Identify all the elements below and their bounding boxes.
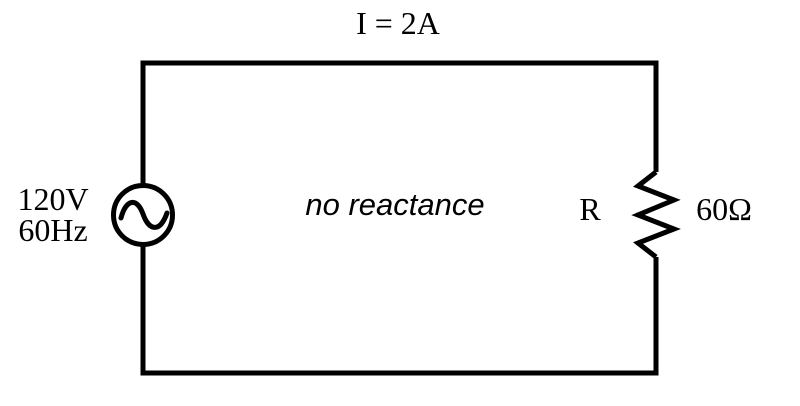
wire-upper-loop <box>140 60 659 187</box>
resistor-icon <box>631 170 681 259</box>
source-voltage-label: 120V <box>17 181 89 217</box>
source-frequency-label: 60Hz <box>18 212 88 248</box>
ac-source-icon <box>111 183 175 247</box>
resistor-name-label: R <box>579 191 601 227</box>
no-reactance-annotation: no reactance <box>305 187 485 222</box>
wire-lower-loop <box>140 244 659 376</box>
source-label: 120V 60Hz <box>8 181 98 248</box>
resistor-value-label: 60Ω <box>696 191 752 227</box>
current-label: I = 2A <box>356 5 440 41</box>
sine-wave-icon <box>118 200 170 230</box>
